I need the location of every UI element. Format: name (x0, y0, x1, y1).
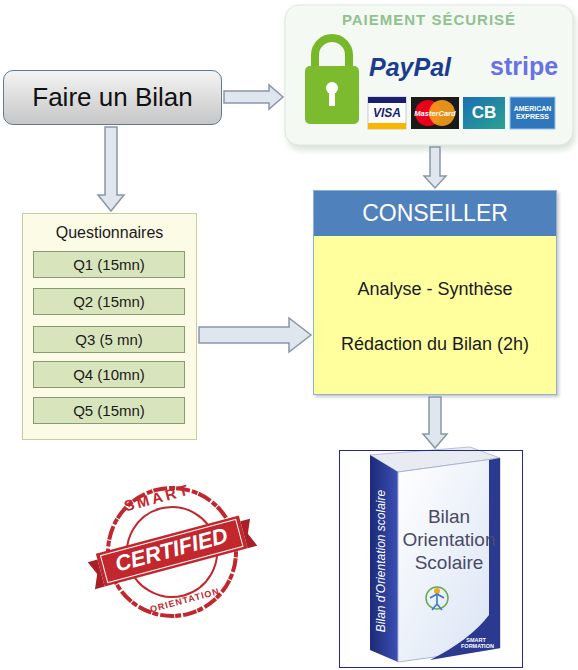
block-arrow (98, 127, 124, 211)
mastercard-card (411, 97, 459, 129)
panel-background (285, 5, 573, 145)
questionnaire-box: Q2 (15mn) (33, 288, 185, 315)
advisor-box: CONSEILLER Analyse - SynthèseRédaction du… (313, 190, 557, 395)
amex-card (510, 97, 555, 129)
questionnaire-box: Q3 (5 mn) (33, 326, 185, 353)
padlock-shackle (315, 38, 349, 70)
box-label: Q1 (15mn) (73, 256, 145, 273)
questionnaire-box: Q5 (15mn) (33, 397, 185, 424)
book-title: Bilan Orientation Scolaire (393, 506, 505, 574)
visa-card (368, 97, 406, 129)
payment-panel (285, 5, 575, 150)
task-label: Rédaction du Bilan (2h) (314, 334, 556, 355)
box-label: Faire un Bilan (32, 82, 192, 113)
stripe-logo: stripe (490, 52, 558, 81)
padlock-body (305, 66, 359, 124)
visa-band (368, 97, 406, 103)
box-label: Q4 (10mn) (73, 366, 145, 383)
stamp-text: SMART (78, 469, 237, 527)
panel-title: PAIEMENT SÉCURISÉ (285, 11, 573, 28)
certified-stamp: SMARTCERTIFIEDORIENTATION (77, 464, 268, 641)
block-arrow (423, 397, 447, 448)
box-label: Q3 (5 mn) (75, 331, 143, 348)
padlock-icon (305, 38, 359, 124)
questionnaire-box: Q1 (15mn) (33, 251, 185, 278)
paypal-logo: PayPal (369, 53, 451, 82)
block-arrow (199, 318, 311, 352)
certified-stamp (74, 468, 269, 635)
box-label: Q5 (15mn) (73, 402, 145, 419)
visa-logo: VISA (368, 97, 406, 129)
payment-panel: PAIEMENT SÉCURISÉ PayPal stripeVISAMasterC… (285, 5, 573, 145)
start-box: Faire un Bilan (3, 70, 222, 125)
visa-band (368, 123, 406, 129)
task-label: Analyse - Synthèse (314, 279, 556, 300)
keyhole (329, 90, 335, 106)
publisher-mark: SMART FORMATION (461, 637, 491, 649)
group-heading: Questionnaires (23, 224, 196, 242)
questionnaire-box: Q4 (10mn) (33, 361, 185, 388)
block-arrow (424, 147, 446, 188)
questionnaire-group: Questionnaires Q1 (15mn) Q2 (15mn) Q3 (5 mn… (22, 213, 197, 440)
card-logos (368, 97, 555, 129)
logo-ring (426, 587, 448, 609)
block-arrow (224, 85, 283, 109)
book-spine (370, 455, 398, 662)
cb-logo: CB (463, 97, 505, 129)
box-label: Q2 (15mn) (73, 293, 145, 310)
report-book: Bilan Orientation ScolaireBilan d'Orient… (339, 450, 523, 668)
amex-logo: AMERICAN EXPRESS (510, 97, 555, 129)
stamp-text: ORIENTATION (106, 575, 263, 626)
logo-figure (430, 594, 444, 610)
mastercard-logo: MasterCard (411, 97, 459, 129)
cb-card (463, 97, 505, 129)
cover-edge (489, 458, 500, 650)
spine-title: Bilan d'Orientation scolaire (374, 466, 390, 656)
box-heading: CONSEILLER (314, 191, 556, 236)
stamp-text: CERTIFIED (91, 517, 252, 584)
